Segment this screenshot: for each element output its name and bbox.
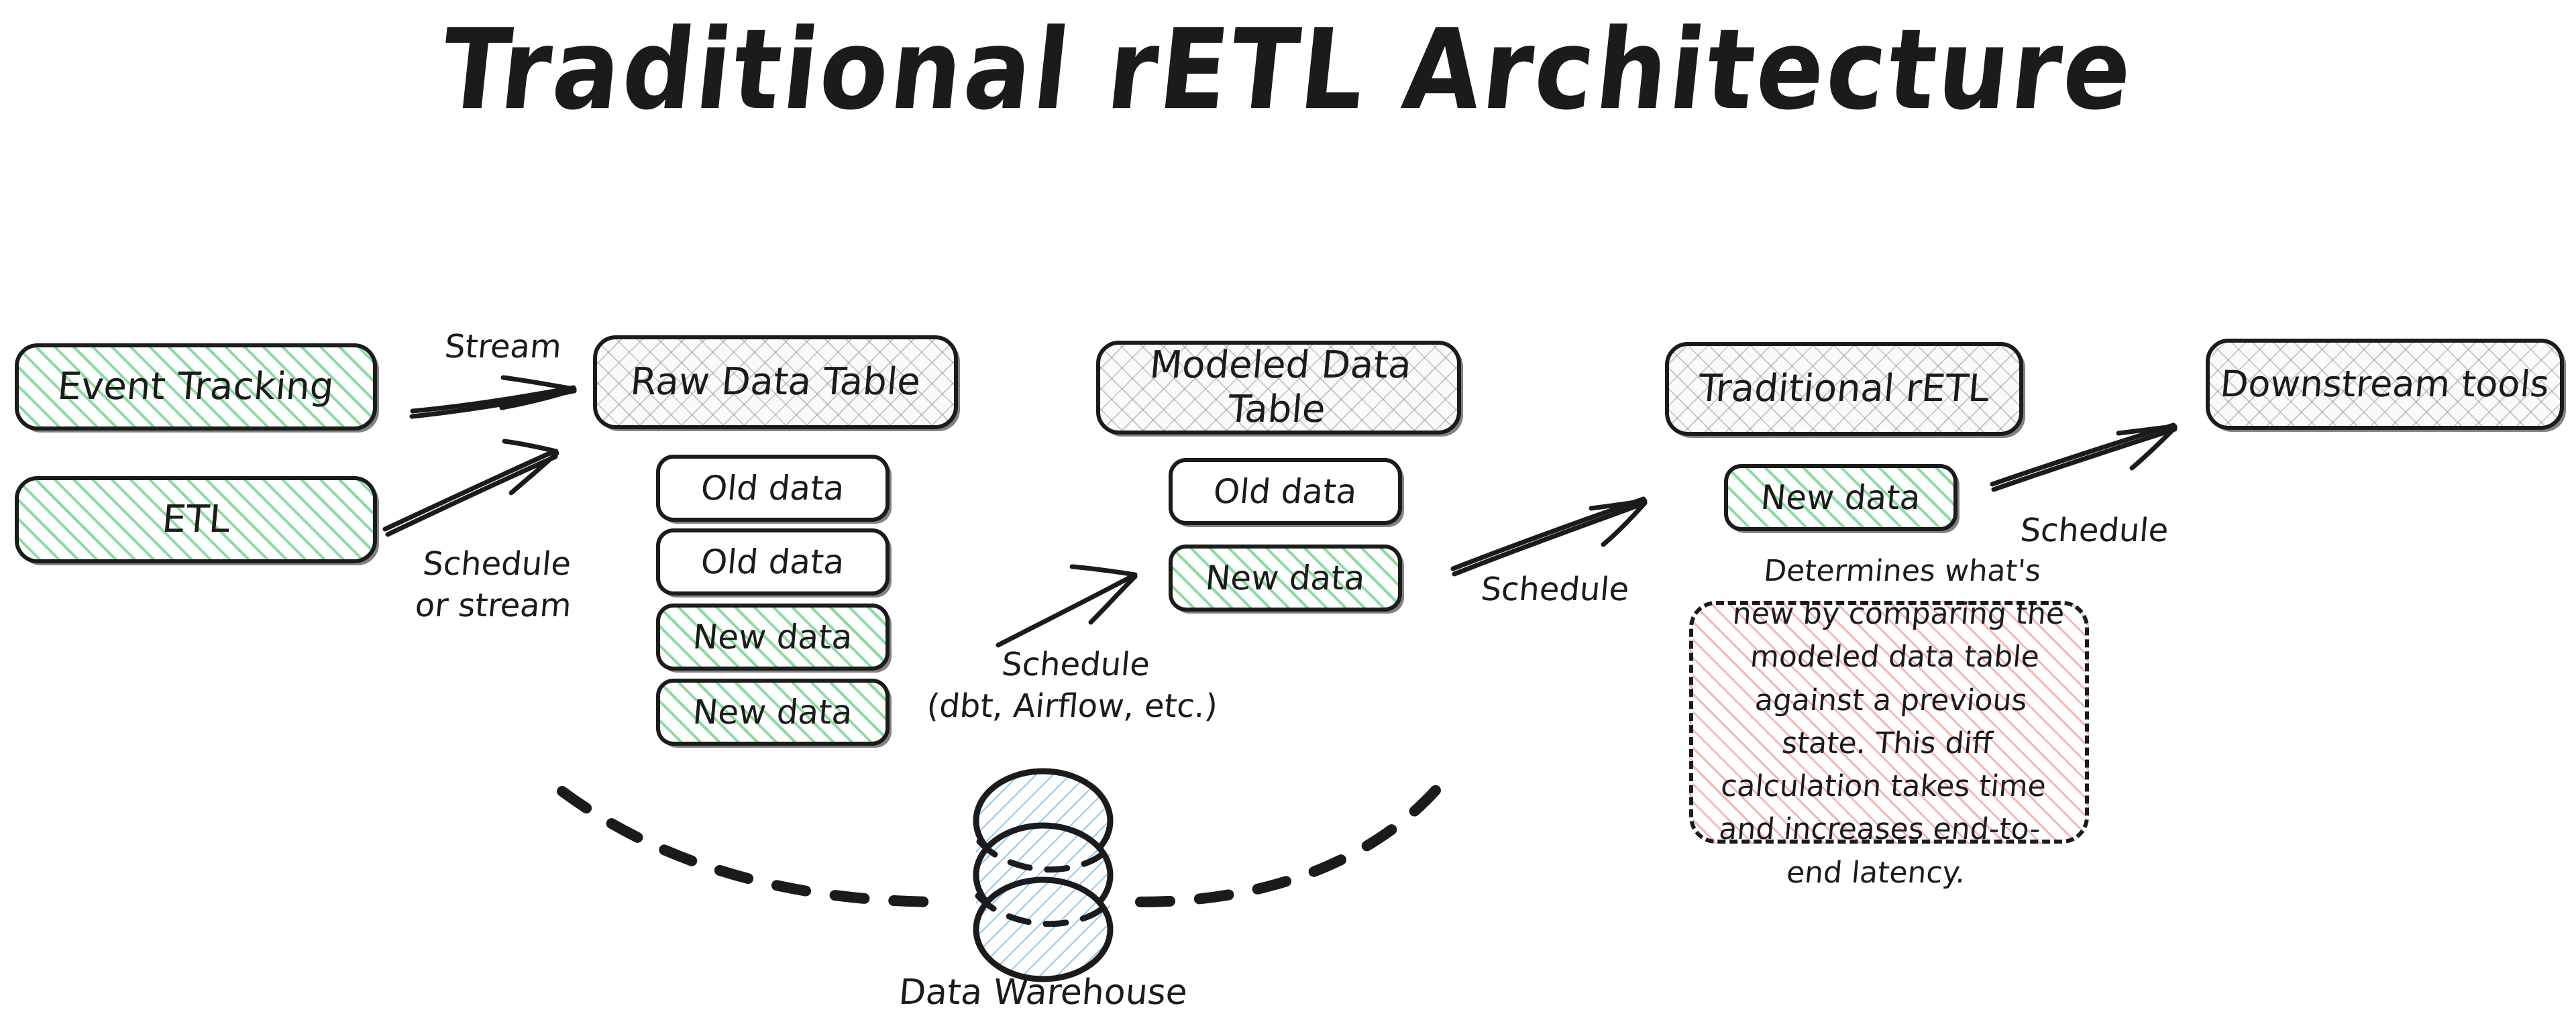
retl-row-new-data-1[interactable]: New data: [1724, 464, 1957, 531]
node-modeled-data-table[interactable]: Modeled Data Table: [1096, 341, 1461, 435]
page-title: Traditional rETL Architecture: [435, 5, 2141, 135]
data-warehouse-cylinder: [973, 768, 1114, 982]
node-etl-label: ETL: [160, 497, 232, 541]
edge-label-schedule-to-retl: Schedule: [1479, 571, 1631, 608]
modeled-row-label: New data: [1203, 558, 1367, 597]
edge-label-schedule-or-stream: Schedule or stream: [413, 545, 574, 625]
dashed-curve-raw-to-warehouse: [557, 786, 948, 907]
raw-row-label: New data: [691, 617, 855, 657]
edge-label-schedule-to-downstream: Schedule: [2019, 512, 2170, 549]
modeled-row-old-data-1[interactable]: Old data: [1169, 458, 1402, 525]
node-traditional-retl[interactable]: Traditional rETL: [1665, 342, 2023, 436]
node-downstream-tools[interactable]: Downstream tools: [2206, 339, 2564, 430]
edge-label-schedule-dbt-airflow: Schedule (dbt, Airflow, etc.): [925, 646, 1220, 726]
arrow-schedule-to-retl: [1450, 496, 1648, 577]
dashed-curve-warehouse-to-modeled: [1135, 769, 1454, 907]
node-raw-data-table[interactable]: Raw Data Table: [593, 335, 958, 429]
raw-row-new-data-2[interactable]: New data: [656, 679, 890, 746]
node-traditional-retl-label: Traditional rETL: [1697, 366, 1992, 410]
modeled-row-new-data-1[interactable]: New data: [1169, 545, 1402, 612]
raw-row-label: Old data: [699, 542, 847, 581]
node-raw-data-table-label: Raw Data Table: [629, 359, 922, 404]
raw-row-label: New data: [691, 692, 855, 732]
arrow-schedule-or-stream: [382, 439, 559, 537]
modeled-row-label: Old data: [1212, 471, 1359, 511]
retl-row-label: New data: [1759, 477, 1923, 517]
note-diff-latency: Determines what's new by comparing the m…: [1689, 554, 2089, 890]
node-etl[interactable]: ETL: [15, 476, 377, 563]
arrow-schedule-dbt-airflow: [996, 564, 1138, 648]
data-warehouse-label: Data Warehouse: [897, 972, 1189, 1013]
raw-row-old-data-1[interactable]: Old data: [656, 455, 890, 522]
node-modeled-data-table-label: Modeled Data Table: [1148, 343, 1413, 431]
node-event-tracking[interactable]: Event Tracking: [15, 343, 377, 431]
arrow-schedule-to-downstream: [1990, 422, 2178, 492]
note-diff-latency-text: Determines what's new by comparing the m…: [1717, 554, 2066, 890]
raw-row-new-data-1[interactable]: New data: [656, 604, 890, 671]
edge-label-stream: Stream: [443, 328, 564, 365]
raw-row-old-data-2[interactable]: Old data: [656, 528, 890, 595]
node-event-tracking-label: Event Tracking: [56, 364, 336, 408]
raw-row-label: Old data: [699, 468, 847, 508]
arrow-stream: [409, 375, 577, 419]
node-downstream-tools-label: Downstream tools: [2218, 363, 2551, 406]
